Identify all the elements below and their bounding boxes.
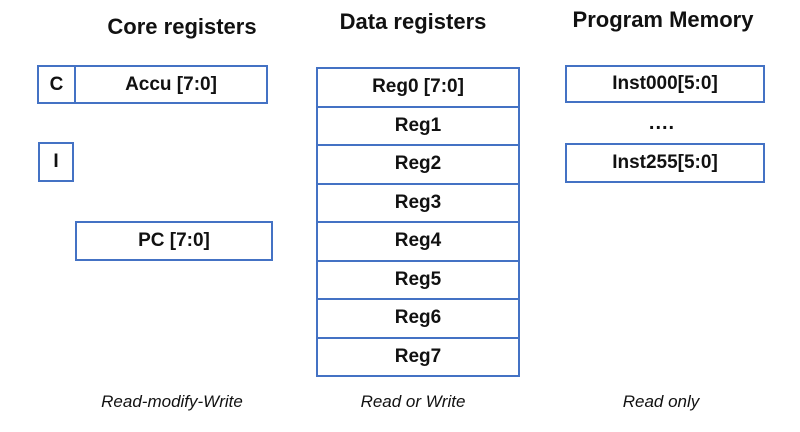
memory-ellipsis: ....: [648, 112, 676, 134]
interrupt-flag-box: I: [38, 142, 74, 182]
data-register-row: Reg4: [318, 221, 518, 260]
instruction-first-box: Inst000[5:0]: [565, 65, 765, 103]
data-register-row: Reg1: [318, 105, 518, 145]
data-register-row: Reg0 [7:0]: [372, 76, 464, 98]
data-access-note: Read or Write: [360, 392, 466, 411]
core-access-note: Read-modify-Write: [101, 392, 243, 411]
accumulator-register: C Accu [7:0]: [37, 65, 268, 104]
program-memory-title: Program Memory: [572, 7, 754, 32]
data-register-row: Reg2: [318, 144, 518, 183]
accumulator-cell: Accu [7:0]: [125, 73, 217, 95]
data-registers-table: Reg0 [7:0] Reg1 Reg2 Reg3 Reg4 Reg5 Reg6…: [316, 67, 520, 377]
program-access-note: Read only: [622, 392, 700, 411]
carry-flag-cell: C: [39, 67, 76, 102]
program-counter-box: PC [7:0]: [75, 221, 273, 261]
data-register-row: Reg6: [318, 298, 518, 337]
data-registers-title: Data registers: [339, 9, 487, 34]
core-registers-title: Core registers: [107, 14, 257, 39]
data-register-row: Reg7: [318, 336, 518, 376]
data-register-row: Reg5: [318, 259, 518, 299]
instruction-last-box: Inst255[5:0]: [565, 143, 765, 183]
data-register-row: Reg3: [318, 182, 518, 222]
